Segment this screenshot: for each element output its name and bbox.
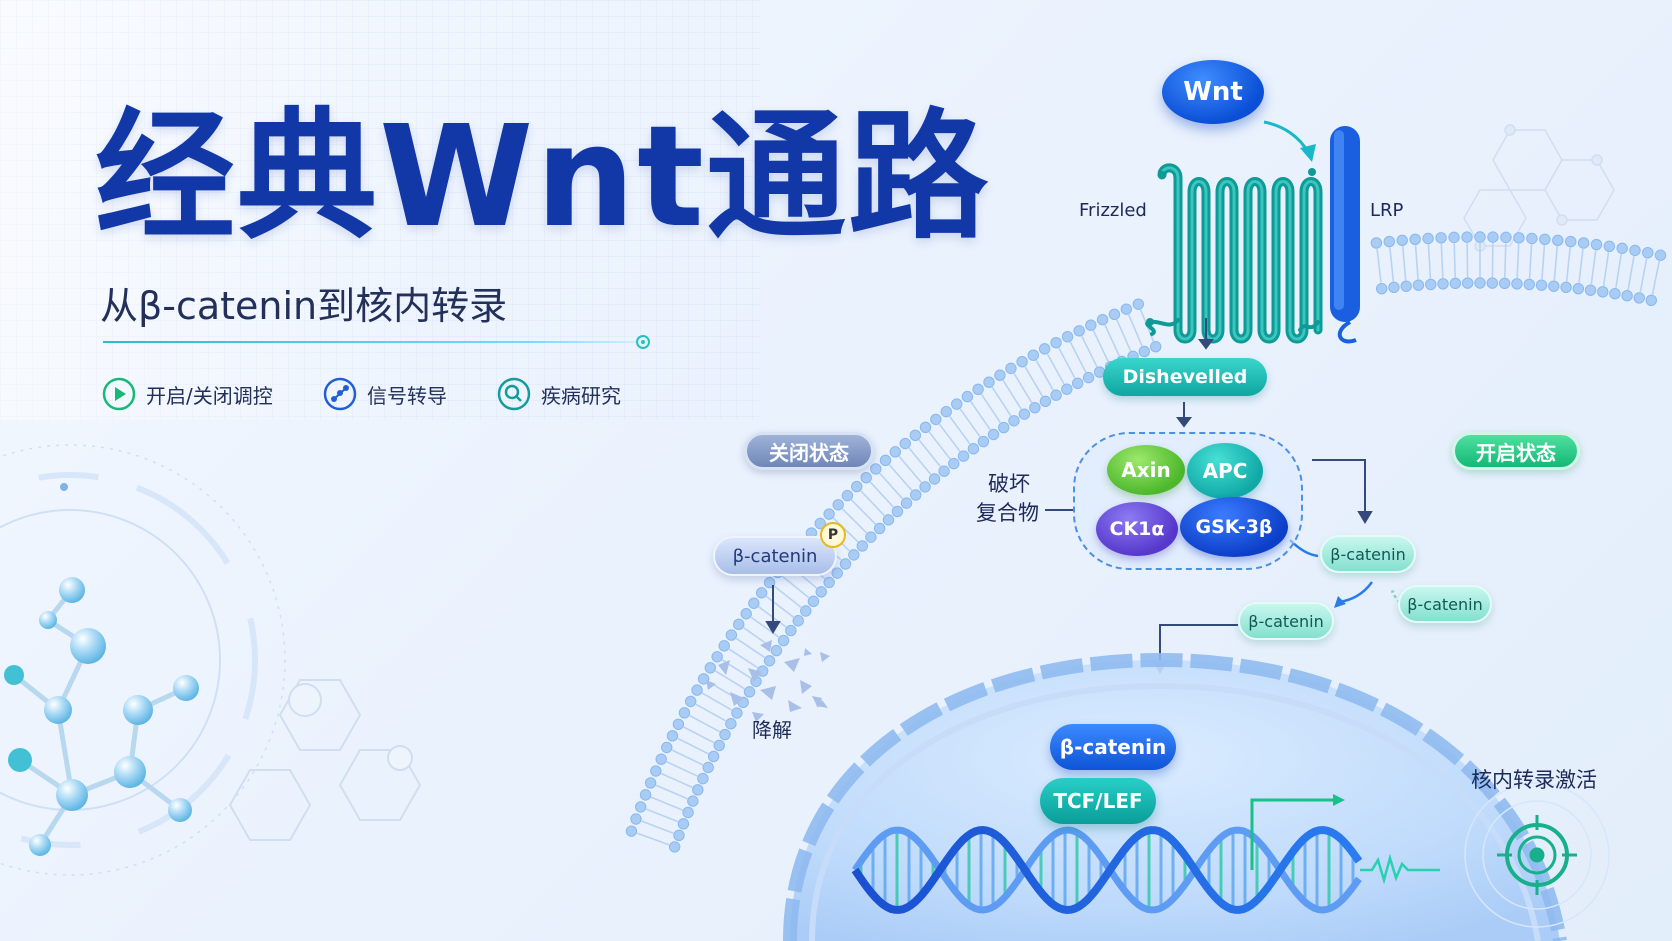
ck1-alpha-protein: CK1α	[1096, 502, 1178, 556]
degradation-label: 降解	[752, 718, 792, 742]
search-icon	[497, 377, 531, 411]
wnt-binding-arrow	[1263, 120, 1316, 162]
feature-label: 信号转导	[367, 383, 447, 408]
page-subtitle: 从β-catenin到核内转录	[100, 284, 508, 328]
gsk3-beta-protein: GSK-3β	[1180, 497, 1288, 557]
apc-protein: APC	[1187, 443, 1263, 499]
signal-icon	[323, 377, 357, 411]
axin-protein: Axin	[1107, 445, 1185, 495]
signal-wave	[1320, 853, 1520, 885]
phosphorylated-beta-catenin: β-catenin	[713, 536, 837, 576]
frizzled-label: Frizzled	[1079, 200, 1147, 221]
divider-endpoint	[636, 335, 650, 349]
pathway-arrows	[765, 318, 1373, 674]
feature-label: 疾病研究	[541, 383, 621, 408]
title-divider	[103, 341, 638, 343]
frizzled-receptor	[1145, 163, 1323, 344]
feature-disease-research[interactable]: 疾病研究	[497, 375, 621, 413]
lrp-label: LRP	[1370, 200, 1404, 221]
grid-backdrop	[0, 0, 760, 420]
page-title: 经典Wnt通路	[95, 96, 991, 259]
dishevelled-node: Dishevelled	[1103, 358, 1267, 396]
target-icon	[1464, 782, 1610, 928]
free-beta-catenin: β-catenin	[1398, 585, 1492, 623]
feature-regulation[interactable]: 开启/关闭调控	[102, 375, 273, 413]
nuclear-beta-catenin: β-catenin	[1050, 724, 1176, 770]
tcf-lef-factor: TCF/LEF	[1040, 778, 1156, 824]
play-icon	[102, 377, 136, 411]
lrp-receptor	[1330, 126, 1360, 344]
complex-label-line1: 破坏	[988, 472, 1030, 496]
off-state-badge: 关闭状态	[744, 432, 874, 470]
hexagon-network-decoration	[1463, 124, 1615, 252]
transcription-arrow	[1250, 794, 1345, 870]
phosphate-badge: P	[820, 522, 846, 548]
hexagon-decoration	[228, 679, 422, 841]
molecule-decoration	[4, 577, 199, 856]
free-beta-catenin: β-catenin	[1320, 535, 1416, 573]
dna-helix	[851, 825, 1363, 915]
degradation-fragments	[706, 640, 830, 722]
feature-label: 开启/关闭调控	[146, 383, 273, 408]
free-beta-catenin: β-catenin	[1238, 602, 1334, 640]
complex-label-line2: 复合物	[976, 501, 1039, 525]
wnt-ligand: Wnt	[1162, 60, 1264, 124]
on-state-badge: 开启状态	[1452, 432, 1580, 470]
feature-signaling[interactable]: 信号转导	[323, 375, 447, 413]
transcription-activation-label: 核内转录激活	[1471, 768, 1597, 792]
target-rings-decoration	[0, 444, 286, 876]
